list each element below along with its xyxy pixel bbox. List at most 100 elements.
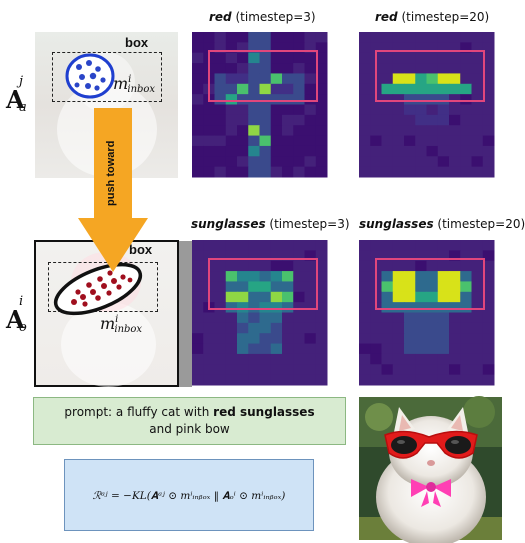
heatmap-cell <box>304 240 317 251</box>
heatmap-cell <box>214 302 227 313</box>
heatmap-cell <box>482 42 495 54</box>
heatmap-cell <box>237 166 249 178</box>
prompt-box: prompt: a fluffy cat with red sunglasses… <box>33 397 346 445</box>
heatmap-cell <box>225 240 238 251</box>
heatmap-cell <box>471 94 484 105</box>
heatmap-cell <box>270 83 283 95</box>
heatmap-cell <box>192 240 204 251</box>
heatmap-cell <box>237 63 249 74</box>
heatmap-cell <box>437 145 450 157</box>
heatmap-cell <box>237 333 249 345</box>
heatmap-cell <box>404 271 416 282</box>
heatmap-cell <box>449 42 461 54</box>
heatmap-cell <box>482 322 495 334</box>
heatmap-cell <box>293 156 305 168</box>
heatmap-cell <box>449 250 461 262</box>
heatmap-cell <box>359 302 371 313</box>
heatmap-cell <box>381 42 394 54</box>
heatmap-cell <box>270 42 283 54</box>
heatmap-cell <box>270 135 283 147</box>
mask-label: miinbox <box>113 74 156 95</box>
heatmap-cell <box>404 166 416 178</box>
heatmap-cell <box>471 166 484 178</box>
heatmap-cell <box>293 322 305 334</box>
heatmap-cell <box>482 312 495 324</box>
push-toward-label: push toward <box>105 140 117 206</box>
heatmap-cell <box>225 166 238 178</box>
heatmap-cell <box>192 32 204 43</box>
heatmap-cell <box>426 145 439 157</box>
heatmap-cell <box>381 260 394 272</box>
heatmap-cell <box>460 94 472 105</box>
heatmap-cell <box>460 125 472 137</box>
heatmap-cell <box>214 260 227 272</box>
heatmap-cell <box>293 271 305 282</box>
heatmap-cell <box>381 114 394 126</box>
heatmap-cell <box>426 343 439 355</box>
heatmap-cell <box>392 145 405 157</box>
heatmap-cell <box>259 374 272 386</box>
heatmap-cell <box>359 374 371 386</box>
heatmap-bounding-box <box>208 258 318 310</box>
heatmap-cell <box>315 125 328 137</box>
heatmap-cell <box>471 42 484 54</box>
heatmap-cell <box>449 343 461 355</box>
heatmap-cell <box>293 52 305 64</box>
heatmap-cell <box>304 125 317 137</box>
heatmap-cell <box>248 374 260 386</box>
heatmap-cell <box>237 125 249 137</box>
heatmap-cell <box>192 250 204 262</box>
heatmap-cell <box>449 353 461 365</box>
heatmap-cell <box>282 312 294 324</box>
heatmap-cell <box>460 364 472 376</box>
heatmap-cell <box>259 166 272 178</box>
heatmap-cell <box>248 94 260 105</box>
heatmap-cell <box>471 271 484 282</box>
heatmap-cell <box>415 260 427 272</box>
heatmap-cell <box>392 281 405 293</box>
heatmap-cell <box>471 145 484 157</box>
heatmap-cell <box>449 94 461 105</box>
heatmap-cell <box>460 374 472 386</box>
heatmap-cell <box>471 250 484 262</box>
heatmap-cell <box>392 333 405 345</box>
heatmap-cell <box>392 83 405 95</box>
heatmap-cell <box>214 364 227 376</box>
heatmap-cell <box>293 343 305 355</box>
heatmap-cell <box>270 125 283 137</box>
heatmap-cell <box>359 52 371 64</box>
heatmap-cell <box>282 281 294 293</box>
heatmap-cell <box>449 156 461 168</box>
heatmap-cell <box>270 156 283 168</box>
heatmap-cell <box>460 73 472 85</box>
heatmap-cell <box>482 32 495 43</box>
heatmap-cell <box>482 260 495 272</box>
heatmap-cell <box>359 333 371 345</box>
heatmap-cell <box>315 364 328 376</box>
heatmap-cell <box>437 73 450 85</box>
heatmap-cell <box>270 343 283 355</box>
heatmap-cell <box>203 42 215 54</box>
heatmap-cell <box>293 42 305 54</box>
mask-red-ellipse <box>53 262 143 316</box>
heatmap-cell <box>315 104 328 116</box>
heatmap-cell <box>471 322 484 334</box>
heatmap-cell <box>225 343 238 355</box>
heatmap-cell <box>259 156 272 168</box>
heatmap-cell <box>449 114 461 126</box>
heatmap-cell <box>214 343 227 355</box>
heatmap-cell <box>392 364 405 376</box>
heatmap-cell <box>214 83 227 95</box>
heatmap-cell <box>270 374 283 386</box>
heatmap-cell <box>437 312 450 324</box>
heatmap-cell <box>404 63 416 74</box>
heatmap-cell <box>248 73 260 85</box>
heatmap-cell <box>381 73 394 85</box>
heatmap-cell <box>449 260 461 272</box>
heatmap-cell <box>248 312 260 324</box>
heatmap-cell <box>225 42 238 54</box>
heatmap-cell <box>282 333 294 345</box>
heatmap-cell <box>315 94 328 105</box>
heatmap-cell <box>248 343 260 355</box>
heatmap-cell <box>304 364 317 376</box>
